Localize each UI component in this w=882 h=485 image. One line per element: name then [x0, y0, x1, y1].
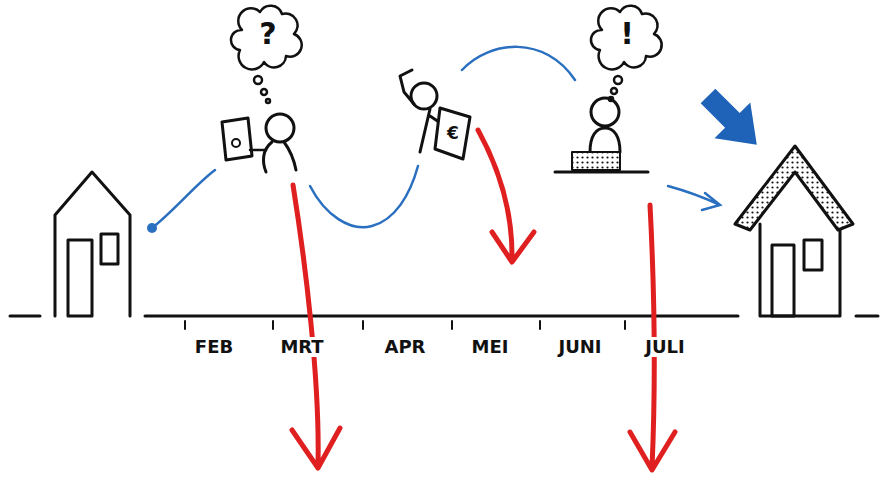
- start-dot: [147, 223, 157, 233]
- risk-arrow: [292, 130, 675, 470]
- journey-path: [152, 47, 720, 228]
- month-label: APR: [383, 337, 428, 357]
- person-laptop: [222, 114, 296, 172]
- month-label: MEI: [470, 337, 511, 357]
- month-label: JUNI: [556, 337, 603, 357]
- month-label: FEB: [193, 337, 235, 357]
- timeline: [10, 315, 878, 318]
- thought-symbol: !: [620, 19, 634, 49]
- old-house: [55, 172, 130, 316]
- month-label: MRT: [278, 337, 325, 357]
- big-blue-arrow: [690, 78, 775, 163]
- person-bill: [400, 70, 470, 159]
- euro-sign: €: [447, 125, 459, 142]
- month-ticks: [185, 321, 625, 329]
- month-label: JULI: [643, 337, 686, 357]
- thought-symbol: ?: [259, 19, 276, 49]
- thought-cloud: [591, 6, 662, 101]
- thought-cloud: [231, 6, 302, 103]
- new-house: [735, 146, 853, 316]
- person-desk: [555, 98, 648, 172]
